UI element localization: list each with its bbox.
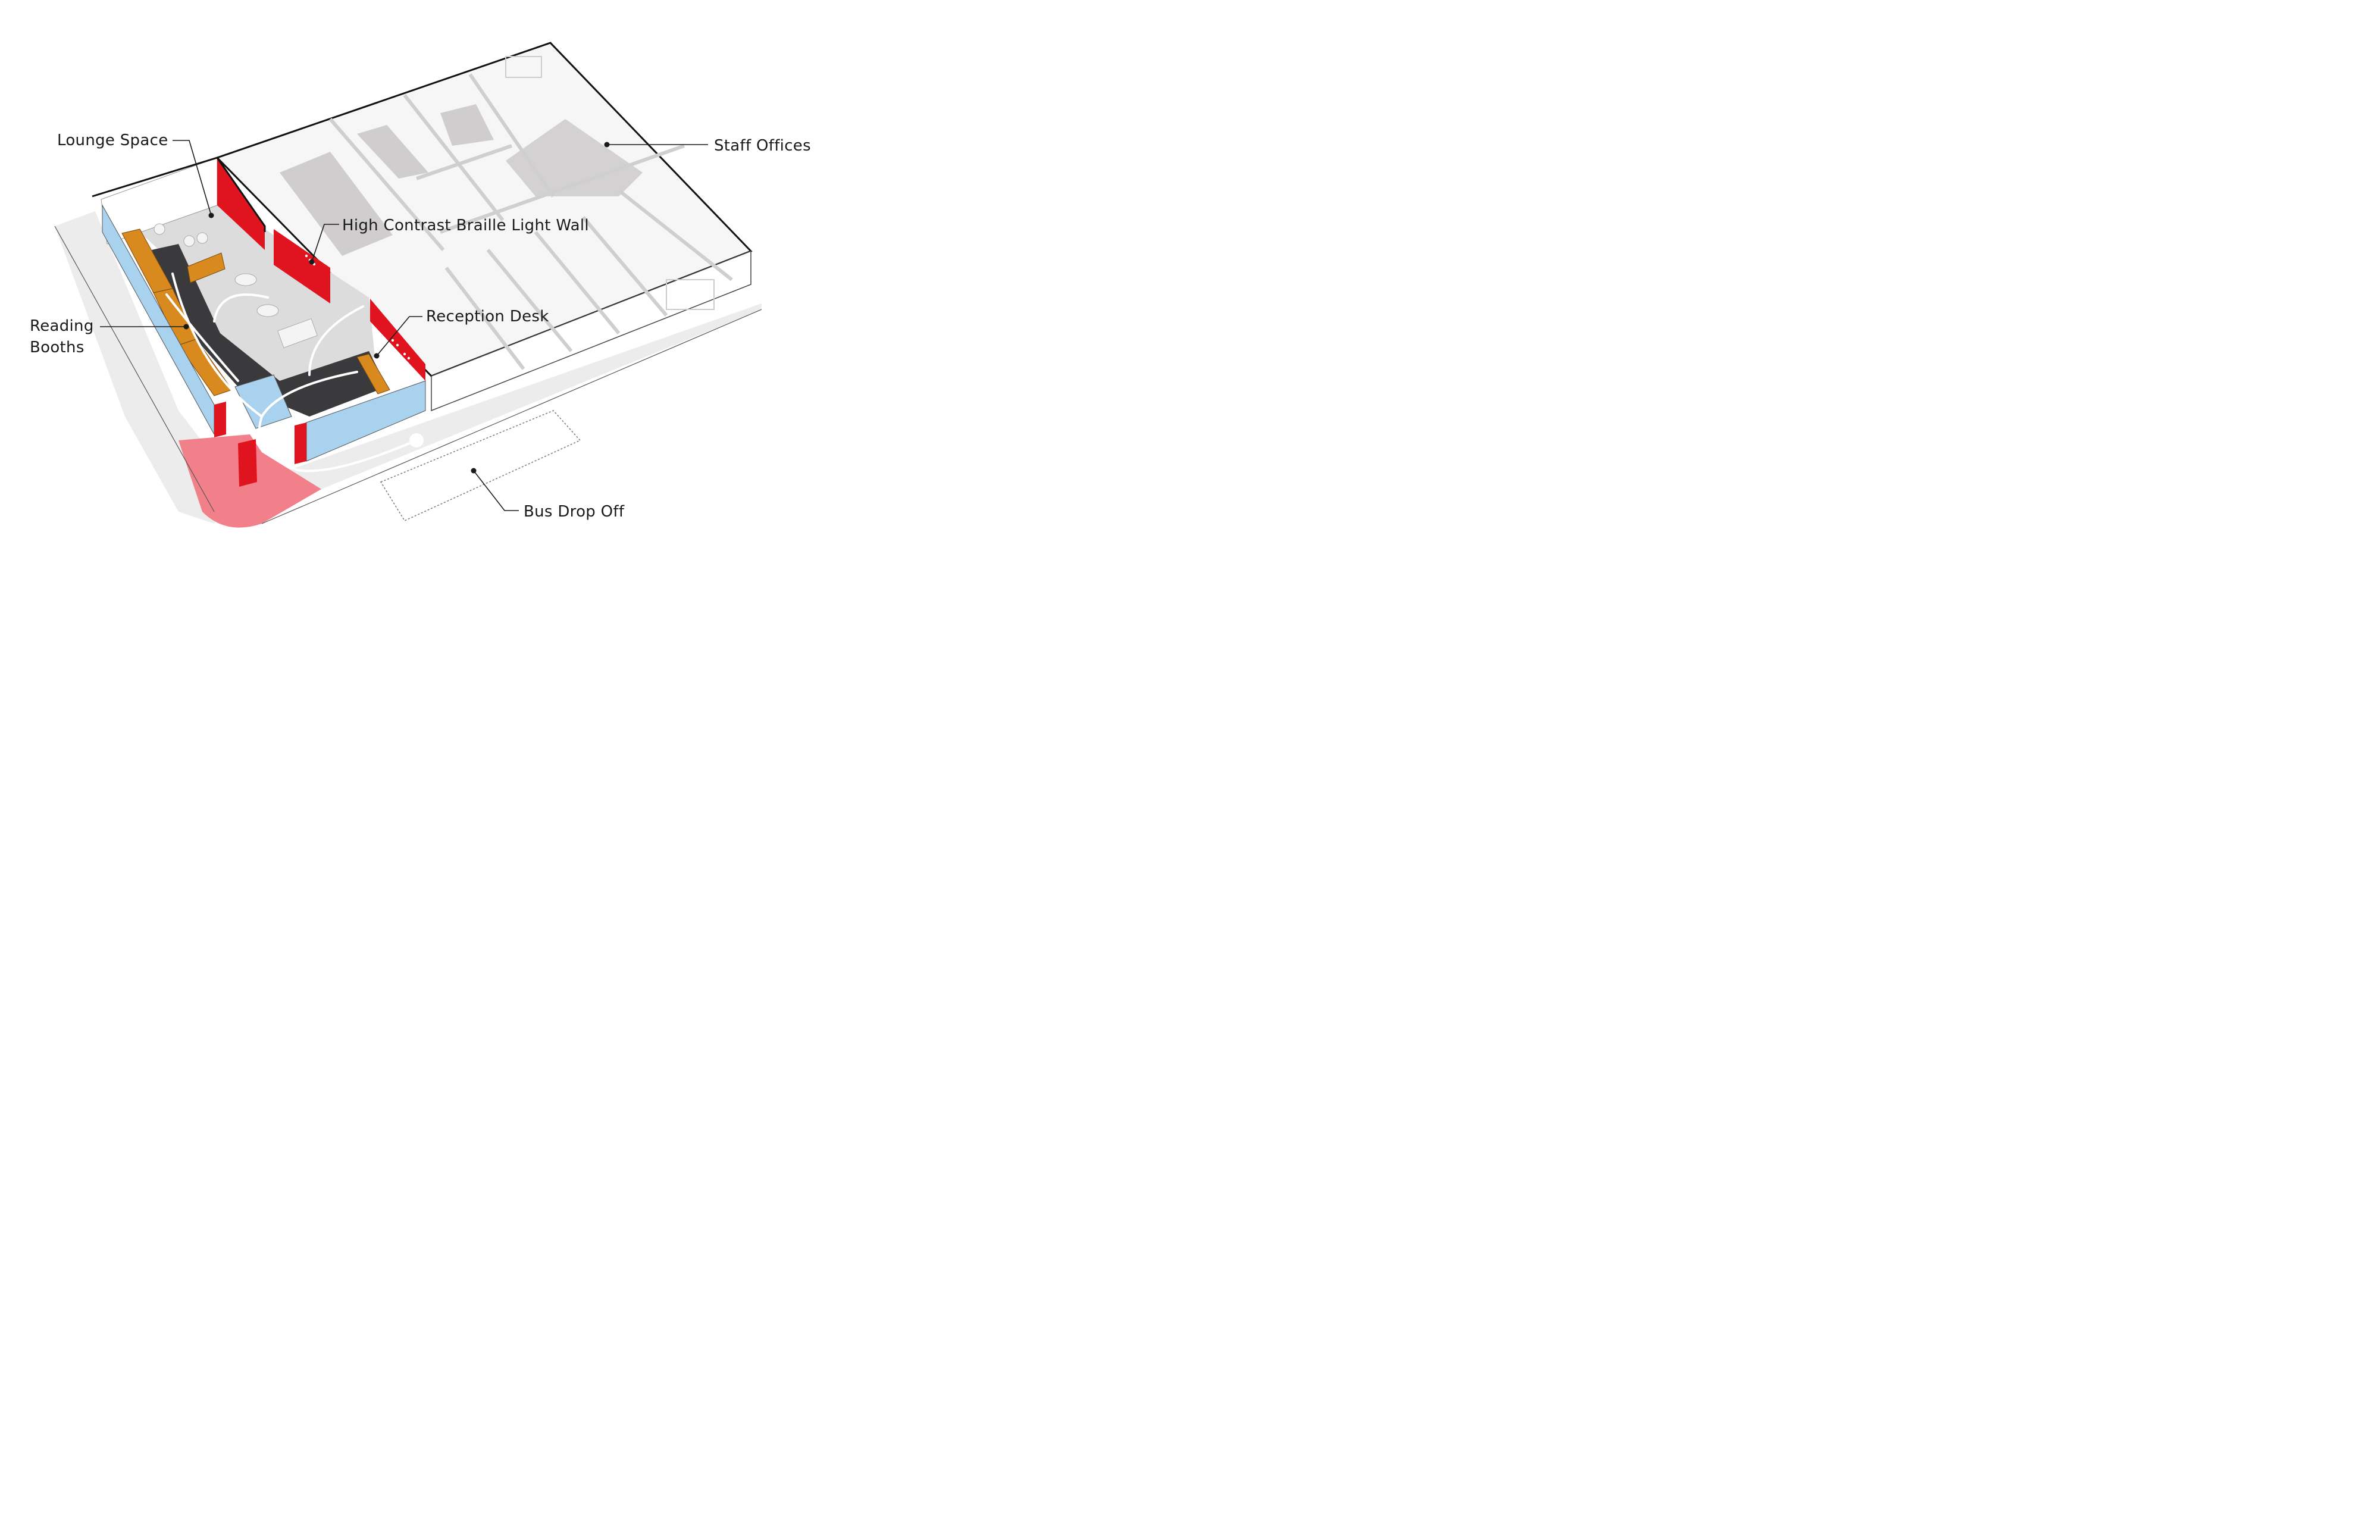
arrow-path-to-lounge <box>213 293 269 323</box>
label-reading-booths-line2: Booths <box>30 339 84 356</box>
braille-light-wall <box>274 229 330 303</box>
red-wall-lounge <box>217 158 265 250</box>
leader-dot-staff-offices <box>604 142 610 148</box>
arrow-path-to-offices <box>308 305 364 376</box>
leader-reception-desk <box>376 316 422 356</box>
entry-column-mid <box>238 439 257 487</box>
building-front-wall <box>431 250 751 412</box>
label-reception-desk: Reception Desk <box>426 308 549 325</box>
arrow-path-main <box>258 371 418 472</box>
arrow-path-to-booths <box>171 273 263 418</box>
circulation-arrows <box>165 273 424 472</box>
office-table-zone-3 <box>440 104 494 146</box>
axonometric-building-diagram: Lounge Space High Contrast Braille Light… <box>30 42 811 528</box>
leader-lounge-space <box>173 140 212 216</box>
lounge-sofa <box>187 252 226 283</box>
callout-leaders <box>100 140 708 511</box>
leader-dot-reading-booths <box>183 324 189 330</box>
glazing-entry-vestibule <box>234 374 292 429</box>
window-grid-right <box>666 279 715 310</box>
public-wing <box>92 156 426 487</box>
reading-booths <box>121 229 233 396</box>
lounge-furniture <box>154 223 318 348</box>
label-bus-drop-off: Bus Drop Off <box>524 503 625 521</box>
leader-bus-drop-off <box>473 470 519 511</box>
arrow-origin-dot <box>409 433 424 447</box>
arrow-path-to-booths-2 <box>165 293 239 382</box>
reception-red-wall <box>370 299 425 381</box>
leader-dot-reception-desk <box>374 353 380 359</box>
circulation-path-floor <box>152 244 387 417</box>
office-partitions <box>328 73 733 370</box>
entry-column-right <box>295 422 306 464</box>
label-high-contrast-braille-light-wall: High Contrast Braille Light Wall <box>342 217 589 234</box>
sidewalk-front <box>238 303 762 497</box>
office-table-zone-2 <box>357 125 428 179</box>
label-reading-booths-line1: Reading <box>30 317 94 335</box>
leader-braille-wall <box>311 224 339 262</box>
window-grid-top <box>505 56 542 78</box>
label-staff-offices: Staff Offices <box>714 137 811 155</box>
office-table-zone-1 <box>280 152 393 256</box>
leader-dot-braille-wall <box>309 259 315 265</box>
leader-dot-lounge-space <box>208 212 214 218</box>
leader-dot-bus-drop-off <box>471 468 477 474</box>
reception-desk-counter <box>356 353 390 395</box>
entry-column-left <box>214 402 226 437</box>
callout-labels: Lounge Space High Contrast Braille Light… <box>30 132 811 521</box>
label-lounge-space: Lounge Space <box>57 132 168 149</box>
left-wing-parapet <box>92 156 266 232</box>
curb-line-front <box>261 309 762 524</box>
curb-line-left <box>54 226 215 512</box>
